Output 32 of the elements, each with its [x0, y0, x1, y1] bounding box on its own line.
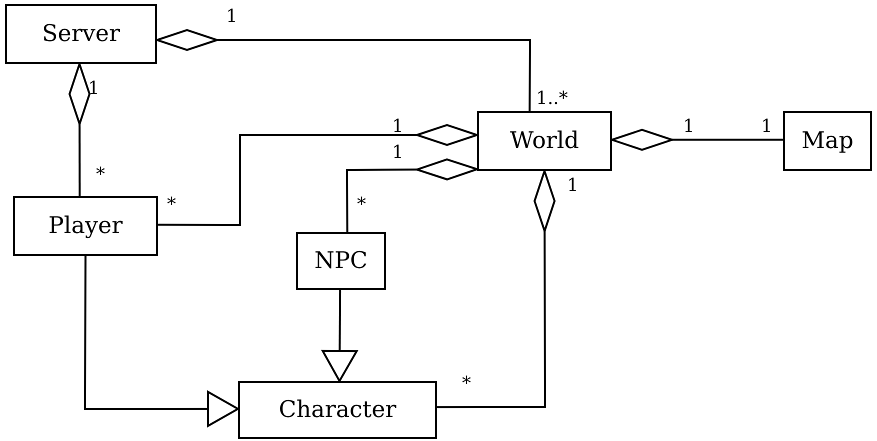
generalization-arrow — [84, 256, 239, 427]
class-name: Character — [278, 397, 396, 423]
class-box — [296, 232, 386, 290]
multiplicity-label: 1..* — [536, 90, 568, 108]
multiplicity-label: 1 — [392, 118, 404, 136]
multiplicity-label: * — [462, 375, 471, 393]
multiplicity-label: * — [96, 166, 105, 184]
multiplicity-label: 1 — [761, 118, 772, 136]
aggregation-line — [611, 128, 783, 151]
multiplicity-label: 1 — [226, 8, 238, 26]
multiplicity-label: * — [167, 196, 176, 214]
class-box — [238, 381, 437, 439]
multiplicity-label: 1 — [683, 118, 694, 136]
class-box — [5, 4, 157, 64]
class-box — [783, 111, 872, 171]
multiplicity-label: 1 — [392, 144, 404, 162]
aggregation-line — [346, 158, 478, 232]
class-name: Map — [802, 128, 854, 154]
aggregation-line — [437, 170, 556, 408]
generalization-arrow — [322, 290, 358, 382]
class-name: World — [510, 128, 579, 154]
multiplicity-label: 1 — [88, 80, 100, 98]
class-name: NPC — [314, 248, 368, 274]
class-box — [477, 111, 612, 171]
multiplicity-label: * — [357, 196, 366, 214]
aggregation-line — [156, 29, 531, 111]
multiplicity-label: 1 — [567, 177, 578, 195]
aggregation-line — [158, 124, 478, 226]
class-name: Server — [42, 21, 120, 47]
class-box — [13, 196, 158, 256]
class-name: Player — [48, 213, 123, 239]
aggregation-line — [68, 63, 91, 196]
